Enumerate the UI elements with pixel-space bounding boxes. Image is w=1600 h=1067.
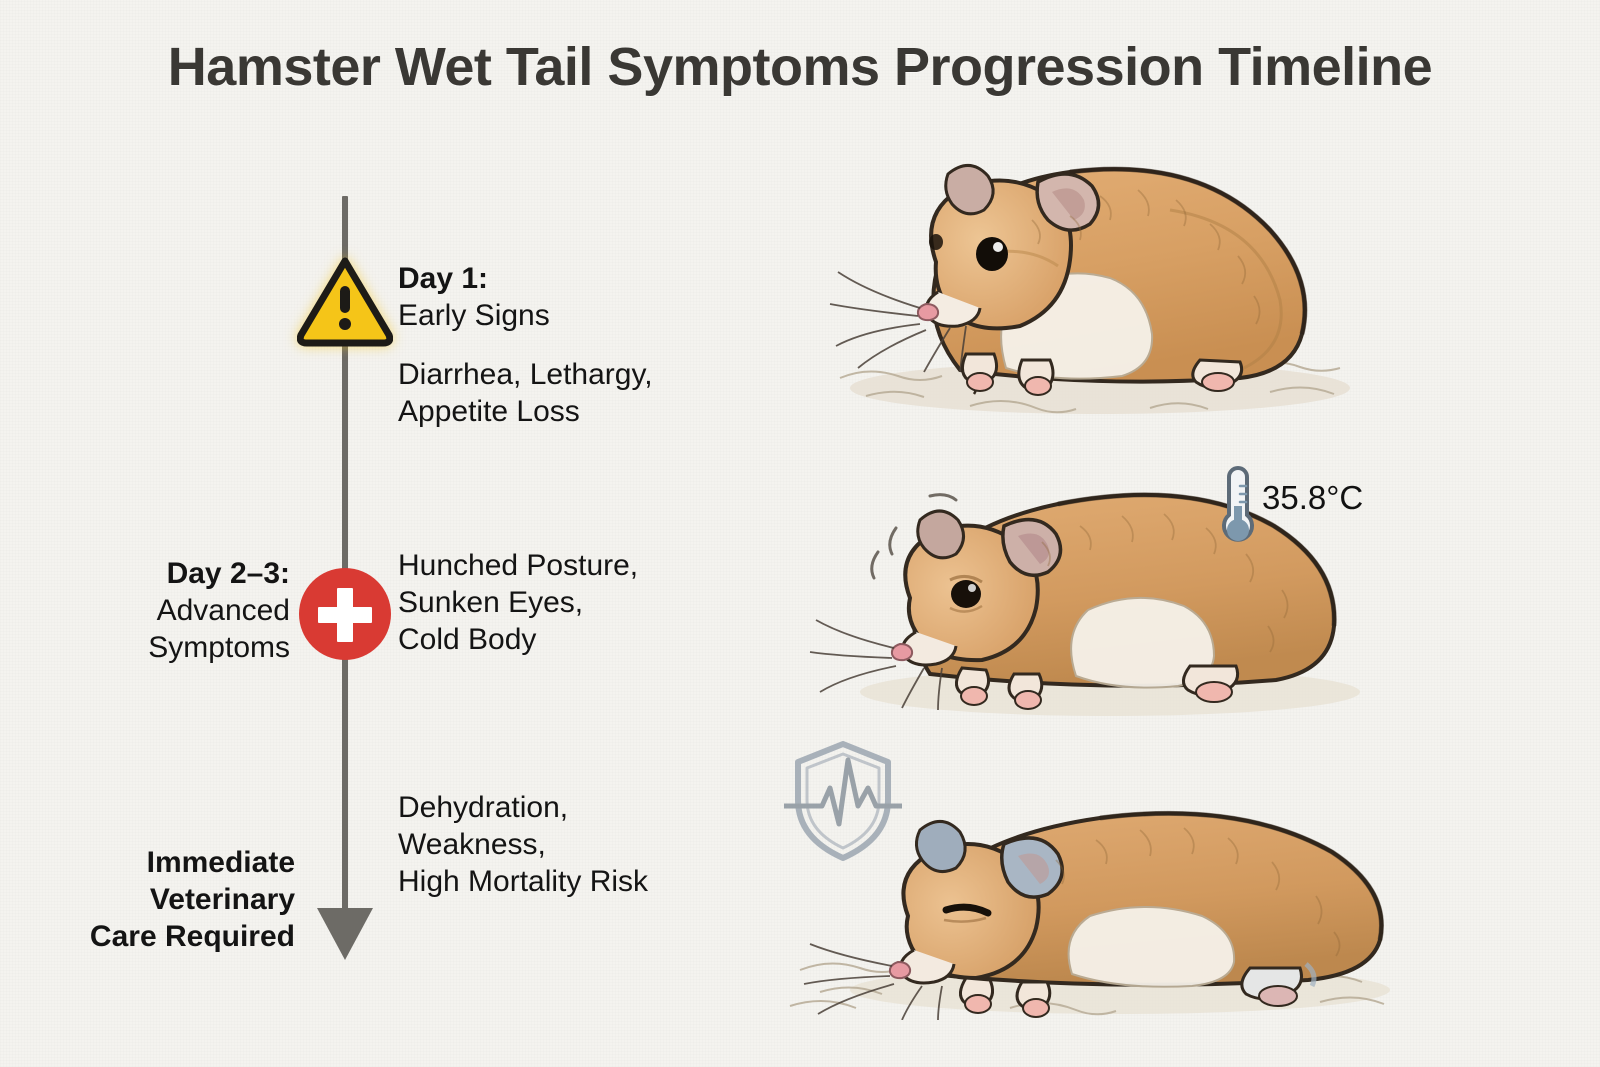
stage-3-label-line: Care Required <box>89 919 295 953</box>
arrow-down-icon <box>317 908 373 960</box>
stage-2-label-line: Symptoms <box>148 630 290 664</box>
stage-2-symptom-line: Hunched Posture, <box>398 549 639 582</box>
page-title: Hamster Wet Tail Symptoms Progression Ti… <box>167 37 1433 97</box>
stage-3-symptom-line: Dehydration, <box>398 791 569 824</box>
stage-2-left-label: Day 2–3: Advanced Symptoms <box>60 556 290 667</box>
hamster-illustration-stage-2 <box>790 430 1430 730</box>
stage-2-symptoms: Hunched Posture, Sunken Eyes, Cold Body <box>398 548 638 659</box>
stage-2-day-label: Day 2–3: <box>166 557 290 590</box>
stage-3-label-line: Veterinary <box>149 882 295 916</box>
stage-3-left-label: Immediate Veterinary Care Required <box>60 845 295 956</box>
shield-heartbeat-icon <box>781 738 905 864</box>
hamster-illustration-stage-3 <box>760 720 1440 1020</box>
stage-1-text-block: Day 1: Early Signs Diarrhea, Lethargy, A… <box>398 261 653 431</box>
stage-3-label-line: Immediate <box>146 846 295 879</box>
stage-2-symptom-line: Sunken Eyes, <box>398 585 584 619</box>
stage-1-symptom-line: Appetite Loss <box>398 394 580 428</box>
stage-1-heading: Day 1: <box>398 262 489 295</box>
hamster-illustration-stage-1 <box>770 120 1430 430</box>
cross-bar-vertical <box>337 588 353 642</box>
stage-1-subheading: Early Signs <box>398 298 550 332</box>
thermometer-icon <box>1218 462 1258 550</box>
warning-triangle-icon <box>297 255 393 347</box>
medical-cross-icon <box>299 568 391 660</box>
temperature-reading: 35.8°C <box>1262 479 1364 516</box>
stage-3-symptom-line: Weakness, <box>398 827 546 861</box>
stage-2-label-line: Advanced <box>156 593 290 627</box>
stage-2-symptom-line: Cold Body <box>398 622 537 656</box>
stage-3-symptoms: Dehydration, Weakness, High Mortality Ri… <box>398 790 648 901</box>
timeline-line <box>342 196 348 916</box>
stage-3-symptom-line: High Mortality Risk <box>398 864 649 898</box>
stage-1-symptom-line: Diarrhea, Lethargy, <box>398 357 653 391</box>
